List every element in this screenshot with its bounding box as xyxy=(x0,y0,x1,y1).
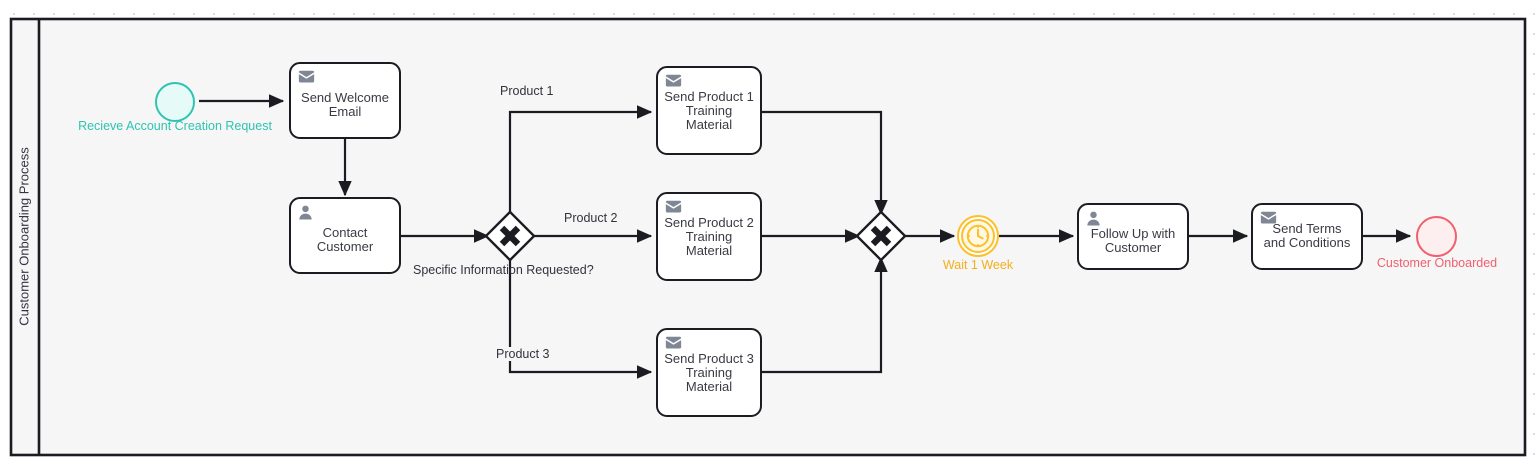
pool-title-text: Customer Onboarding Process xyxy=(16,147,32,326)
task-send-product-2[interactable]: Send Product 2 Training Material xyxy=(656,192,762,281)
merge-gateway[interactable] xyxy=(855,210,907,262)
task-label: Send Product 3 Training Material xyxy=(664,351,754,394)
exclusive-gateway-x-icon xyxy=(499,225,521,247)
envelope-icon xyxy=(298,70,315,85)
task-follow-up-customer[interactable]: Follow Up with Customer xyxy=(1077,203,1189,270)
envelope-icon xyxy=(665,74,682,89)
timer-clock-icon xyxy=(966,224,990,253)
flow-gateway-to-product3 xyxy=(508,258,653,379)
task-send-welcome-email[interactable]: Send Welcome Email xyxy=(289,62,401,139)
task-label: Follow Up with Customer xyxy=(1090,226,1176,255)
task-label: Contact Customer xyxy=(316,225,374,254)
user-icon xyxy=(1086,211,1103,226)
envelope-icon xyxy=(665,200,682,215)
task-send-terms-and-conditions[interactable]: Send Terms and Conditions xyxy=(1251,203,1363,270)
split-gateway[interactable] xyxy=(484,210,536,262)
sequence-flows xyxy=(199,94,1412,379)
task-label: Send Terms and Conditions xyxy=(1263,221,1351,250)
user-icon xyxy=(298,205,315,220)
flow-product3-to-merge xyxy=(762,256,888,374)
task-send-product-3[interactable]: Send Product 3 Training Material xyxy=(656,328,762,417)
end-event[interactable] xyxy=(1416,216,1457,257)
envelope-icon xyxy=(1260,211,1277,226)
start-event[interactable] xyxy=(155,82,195,122)
task-label: Send Product 2 Training Material xyxy=(664,215,754,258)
task-send-product-1[interactable]: Send Product 1 Training Material xyxy=(656,66,762,155)
envelope-icon xyxy=(665,336,682,351)
timer-intermediate-event[interactable] xyxy=(957,215,999,257)
task-label: Send Welcome Email xyxy=(301,90,389,119)
flow-product1-to-merge xyxy=(762,110,888,216)
task-contact-customer[interactable]: Contact Customer xyxy=(289,197,401,274)
flow-gateway-to-product1 xyxy=(508,105,653,214)
task-label: Send Product 1 Training Material xyxy=(664,89,754,132)
pool-title: Customer Onboarding Process xyxy=(10,18,38,455)
exclusive-gateway-x-icon xyxy=(870,225,892,247)
